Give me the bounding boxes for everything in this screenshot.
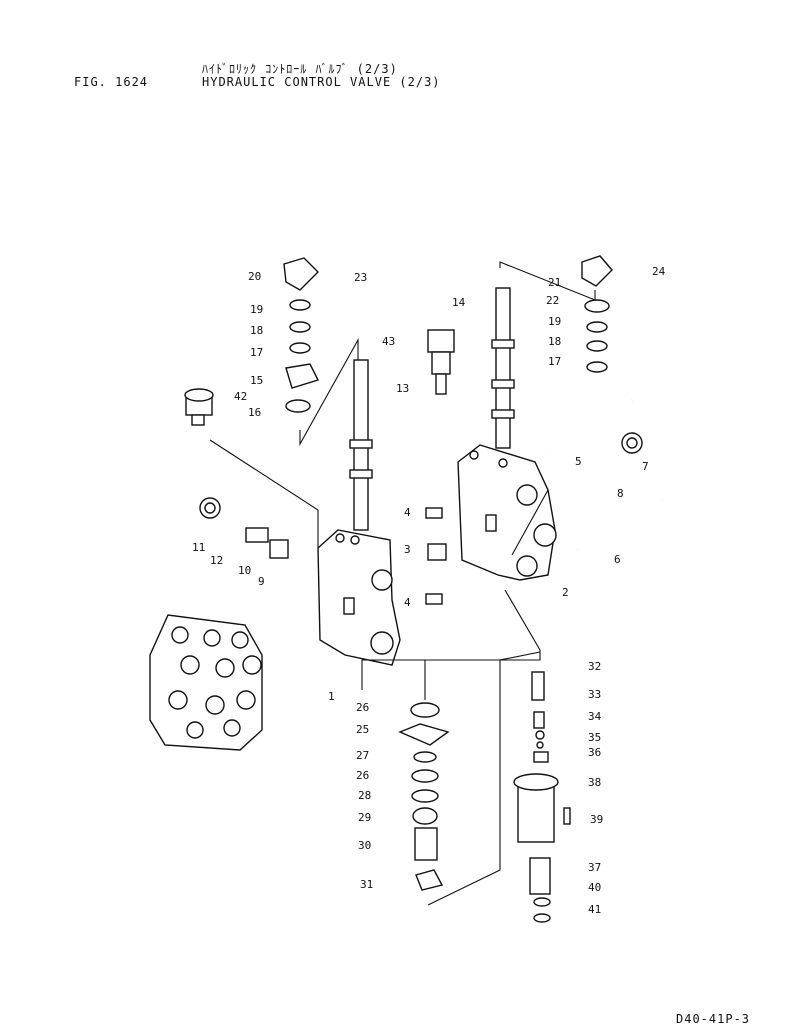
seals-stack-left: [285, 299, 311, 413]
callout-18: 18: [250, 324, 263, 337]
callout-35: 35: [588, 731, 601, 744]
callout-15: 15: [250, 374, 263, 387]
callout-23: 23: [354, 271, 367, 284]
callout-43: 43: [382, 335, 395, 348]
valve-assembly-reference: [149, 614, 263, 751]
callout-22: 22: [546, 294, 559, 307]
poppet-9: [269, 539, 289, 559]
flange-21: [581, 255, 613, 287]
callout-2: 2: [562, 586, 569, 599]
callout-4: 4: [404, 596, 411, 609]
callout-32: 32: [588, 660, 601, 673]
plug-11: [199, 497, 221, 519]
relief-valve-43: [427, 329, 455, 395]
callout-33: 33: [588, 688, 601, 701]
callout-26: 26: [356, 769, 369, 782]
title-japanese: ﾊｲﾄﾞﾛﾘｯｸ ｺﾝﾄﾛｰﾙ ﾊﾞﾙﾌﾞ (2/3): [202, 62, 398, 76]
callout-27: 27: [356, 749, 369, 762]
callout-17: 17: [548, 355, 561, 368]
callout-7: 7: [642, 460, 649, 473]
spool-14: [491, 287, 515, 449]
callout-19: 19: [548, 315, 561, 328]
spool-13: [349, 359, 373, 531]
callout-6: 6: [614, 553, 621, 566]
callout-17: 17: [250, 346, 263, 359]
callout-40: 40: [588, 881, 601, 894]
callout-41: 41: [588, 903, 601, 916]
callout-39: 39: [590, 813, 603, 826]
callout-16: 16: [248, 406, 261, 419]
title-english: HYDRAULIC CONTROL VALVE (2/3): [202, 75, 441, 89]
footer-code: D40-41P-3: [676, 1012, 751, 1026]
callout-25: 25: [356, 723, 369, 736]
tie-bolt-5: [547, 398, 633, 452]
callout-5: 5: [575, 455, 582, 468]
callout-21: 21: [548, 276, 561, 289]
lower-right-stack: [513, 671, 571, 923]
callout-1: 1: [328, 690, 335, 703]
flange-15: [285, 363, 319, 389]
callout-28: 28: [358, 789, 371, 802]
valve-body-2: [457, 444, 557, 581]
callout-42: 42: [234, 390, 247, 403]
callout-20: 20: [248, 270, 261, 283]
callout-13: 13: [396, 382, 409, 395]
callout-29: 29: [358, 811, 371, 824]
callout-36: 36: [588, 746, 601, 759]
callout-18: 18: [548, 335, 561, 348]
callout-26: 26: [356, 701, 369, 714]
callout-19: 19: [250, 303, 263, 316]
seals-stack-right: [584, 299, 610, 373]
tie-bolt-6: [577, 498, 663, 552]
plug-42: [184, 388, 214, 426]
spring-10: [245, 527, 269, 543]
lower-center-stack: [398, 702, 450, 891]
callout-37: 37: [588, 861, 601, 874]
callout-3: 3: [404, 543, 411, 556]
callout-24: 24: [652, 265, 666, 278]
plug-7: [621, 432, 643, 454]
callout-31: 31: [360, 878, 373, 891]
callout-34: 34: [588, 710, 602, 723]
fig-label: FIG. 1624: [74, 75, 149, 89]
callout-8: 8: [617, 487, 624, 500]
callout-14: 14: [452, 296, 466, 309]
callout-9: 9: [258, 575, 265, 588]
callout-11: 11: [192, 541, 205, 554]
callout-4: 4: [404, 506, 411, 519]
callout-30: 30: [358, 839, 371, 852]
callout-10: 10: [238, 564, 251, 577]
assembly-leader-lines: [209, 261, 596, 906]
callout-12: 12: [210, 554, 223, 567]
callout-38: 38: [588, 776, 601, 789]
flange-20: [283, 257, 319, 291]
valve-body-1: [317, 529, 401, 666]
gaskets-3-4: [425, 507, 447, 605]
